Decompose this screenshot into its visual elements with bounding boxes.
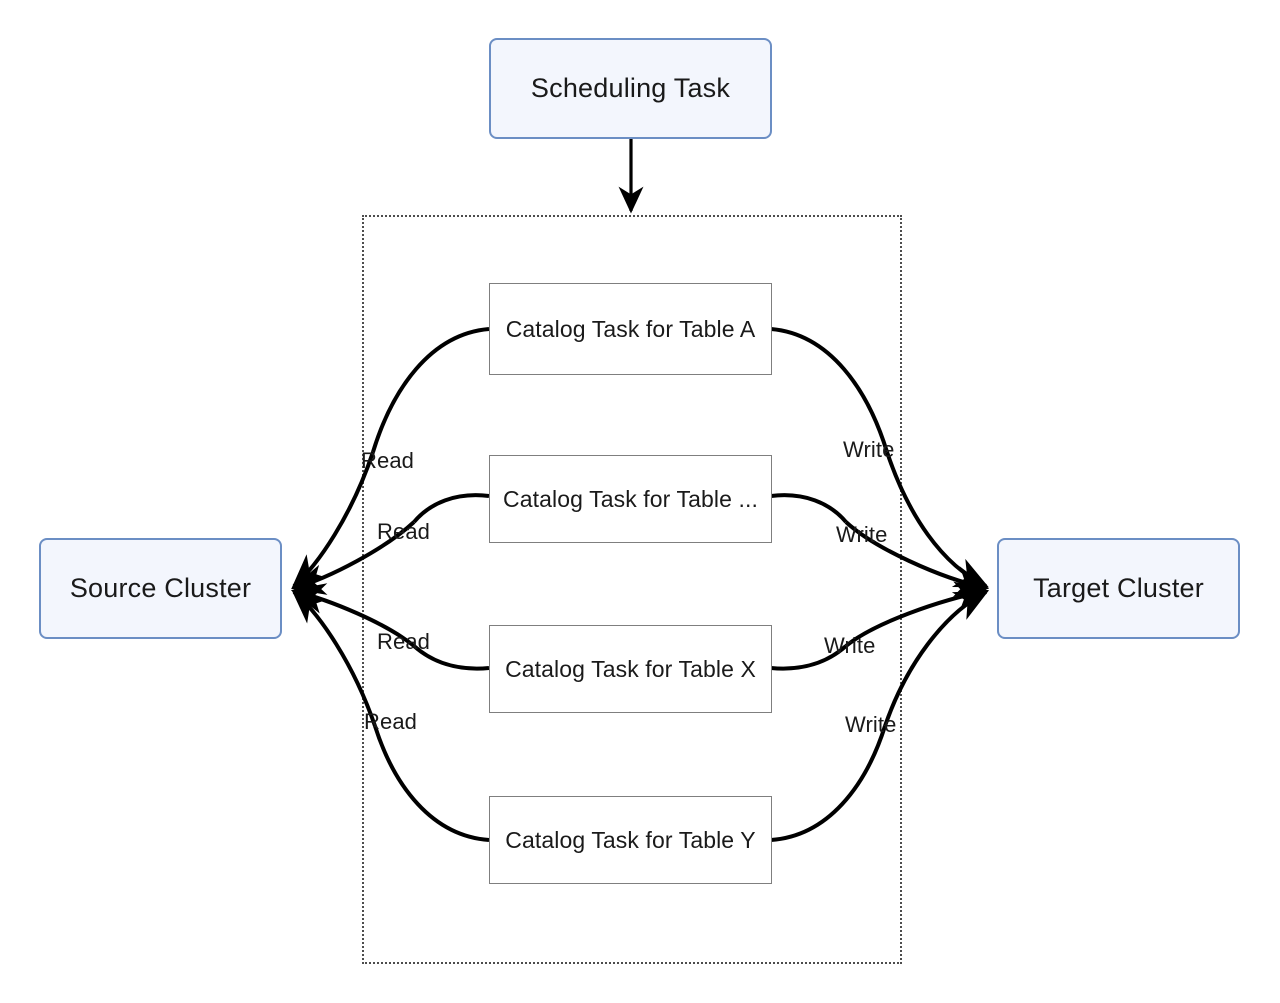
edge-label-write-2: Write (836, 522, 888, 547)
node-source-cluster[interactable]: Source Cluster (39, 538, 282, 639)
edge-label-read-2: Read (377, 519, 430, 544)
node-catalog-task-4[interactable]: Catalog Task for Table Y (489, 796, 772, 884)
edge-label-write-4: Write (845, 712, 897, 737)
edge-label-write-3: Write (824, 633, 876, 658)
node-catalog-task-2-label: Catalog Task for Table ... (503, 485, 758, 512)
node-scheduling-task[interactable]: Scheduling Task (489, 38, 772, 139)
node-target-cluster[interactable]: Target Cluster (997, 538, 1240, 639)
node-catalog-task-3-label: Catalog Task for Table X (505, 655, 756, 682)
node-catalog-task-2[interactable]: Catalog Task for Table ... (489, 455, 772, 543)
node-target-cluster-label: Target Cluster (1033, 573, 1204, 603)
node-source-cluster-label: Source Cluster (69, 573, 252, 603)
edge-label-read-3: Read (377, 629, 430, 654)
node-catalog-task-1[interactable]: Catalog Task for Table A (489, 283, 772, 375)
edge-label-write-1: Write (843, 437, 895, 462)
node-catalog-task-1-label: Catalog Task for Table A (505, 315, 756, 342)
node-scheduling-task-label: Scheduling Task (530, 73, 731, 103)
edge-label-read-1: Read (361, 448, 414, 473)
node-catalog-task-3[interactable]: Catalog Task for Table X (489, 625, 772, 713)
node-catalog-task-4-label: Catalog Task for Table Y (505, 826, 756, 853)
edge-label-read-4: Read (364, 709, 417, 734)
